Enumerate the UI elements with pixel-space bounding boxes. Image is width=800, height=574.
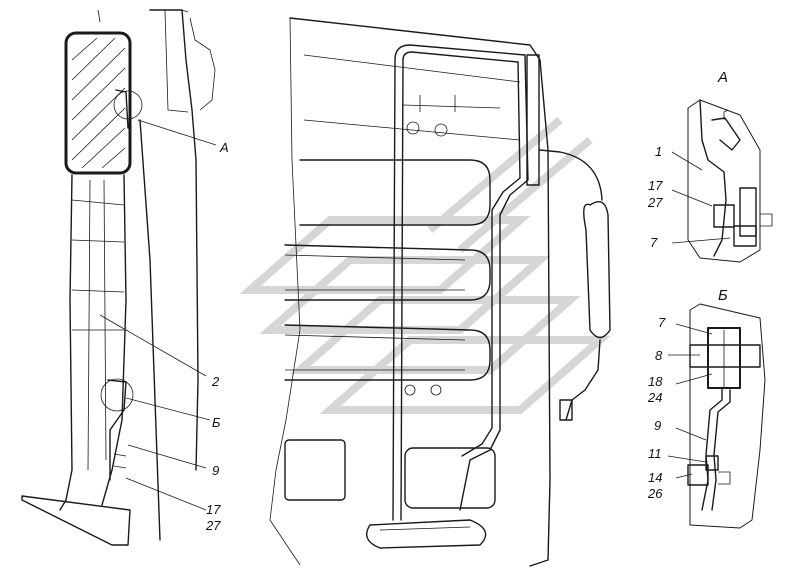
detail-a-callout-27: 27	[647, 195, 663, 210]
callout-a: А	[219, 140, 229, 155]
detail-a-callout-1: 1	[655, 144, 662, 159]
leader-lines-detail-b	[667, 323, 713, 479]
detail-b-callout-7: 7	[658, 315, 666, 330]
callout-2: 2	[211, 374, 220, 389]
detail-b-callout-11: 11	[648, 446, 662, 461]
leader-lines-left	[99, 119, 217, 511]
detail-b-callout-24: 24	[647, 390, 662, 405]
mirror-side-view	[21, 9, 216, 546]
callout-27: 27	[205, 518, 221, 533]
cab-side-view	[269, 17, 611, 567]
detail-a-title: А	[717, 69, 728, 86]
detail-b-callout-14: 14	[648, 470, 662, 485]
detail-b-callout-26: 26	[647, 486, 663, 501]
detail-a-callout-17: 17	[648, 178, 663, 193]
detail-a	[687, 99, 773, 263]
callout-9: 9	[212, 463, 219, 478]
detail-a-callout-7: 7	[650, 235, 658, 250]
leader-lines-detail-a	[671, 151, 731, 244]
detail-b	[687, 303, 766, 529]
callout-b: Б	[212, 415, 221, 430]
detail-b-callout-9: 9	[654, 418, 661, 433]
detail-b-callout-18: 18	[648, 374, 663, 389]
detail-b-title: Б	[718, 287, 728, 304]
detail-b-callout-8: 8	[655, 348, 663, 363]
callout-17: 17	[206, 502, 221, 517]
